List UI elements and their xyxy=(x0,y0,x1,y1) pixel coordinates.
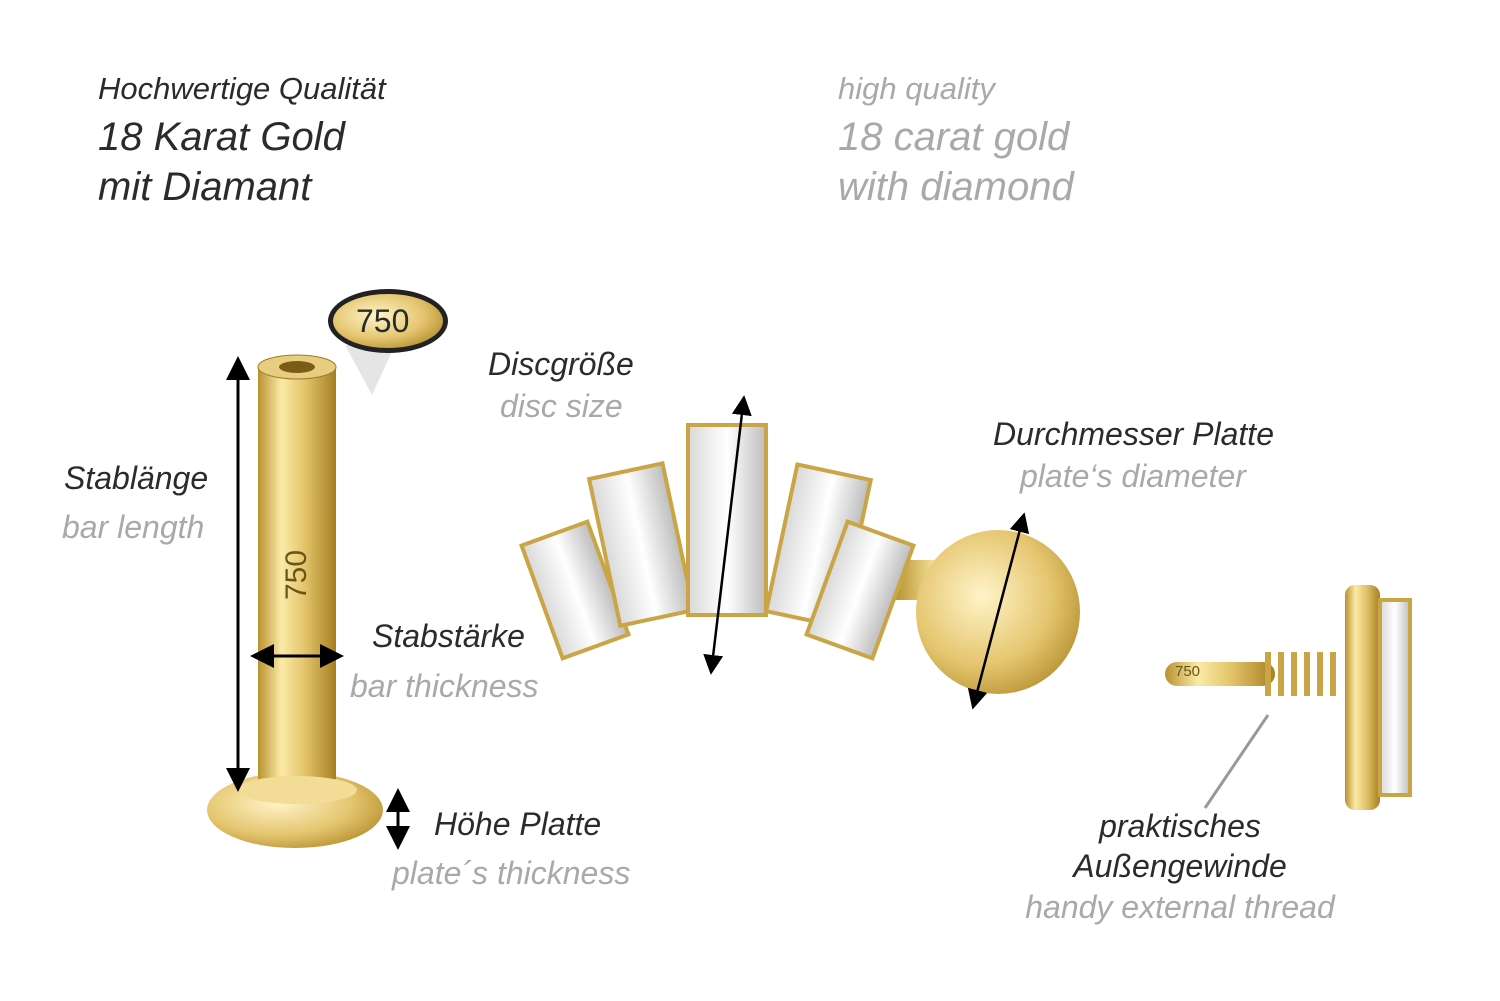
thread-de-line1: praktisches xyxy=(1099,808,1261,844)
baguette-top xyxy=(519,423,1080,694)
labret-bar xyxy=(207,354,383,848)
bar-thickness-en: bar thickness xyxy=(350,668,539,704)
plate-diameter-arrow xyxy=(967,512,1030,710)
thread-side-view xyxy=(1165,585,1412,810)
thread-engraving: 750 xyxy=(1175,663,1201,680)
plate-thickness-en: plate´s thickness xyxy=(392,855,631,891)
disc-size-de: Discgröße xyxy=(488,346,634,382)
disc-size-en: disc size xyxy=(500,388,623,424)
gold-de: 18 Karat Gold xyxy=(98,115,345,159)
bar-engraving: 750 xyxy=(280,549,314,601)
diamond-de: mit Diamant xyxy=(98,165,312,209)
diamond-en: with diamond xyxy=(838,165,1074,209)
thread-pointer-line xyxy=(1203,714,1270,809)
disc-size-arrow xyxy=(703,395,752,675)
quality-de: Hochwertige Qualität xyxy=(98,71,386,106)
hallmark-badge-text: 750 xyxy=(356,303,410,339)
thread-de-line2: Außengewinde xyxy=(1073,848,1287,884)
bar-thickness-de: Stabstärke xyxy=(372,618,525,654)
hallmark-badge xyxy=(328,289,448,395)
bar-length-en: bar length xyxy=(62,509,205,545)
bar-length-de: Stablänge xyxy=(64,460,209,496)
quality-en: high quality xyxy=(838,71,995,106)
plate-thickness-de: Höhe Platte xyxy=(434,806,602,842)
gold-en: 18 carat gold xyxy=(838,115,1070,159)
plate-diameter-en: plate‘s diameter xyxy=(1020,458,1246,494)
plate-diameter-de: Durchmesser Platte xyxy=(993,416,1274,452)
thread-en: handy external thread xyxy=(1025,889,1335,925)
